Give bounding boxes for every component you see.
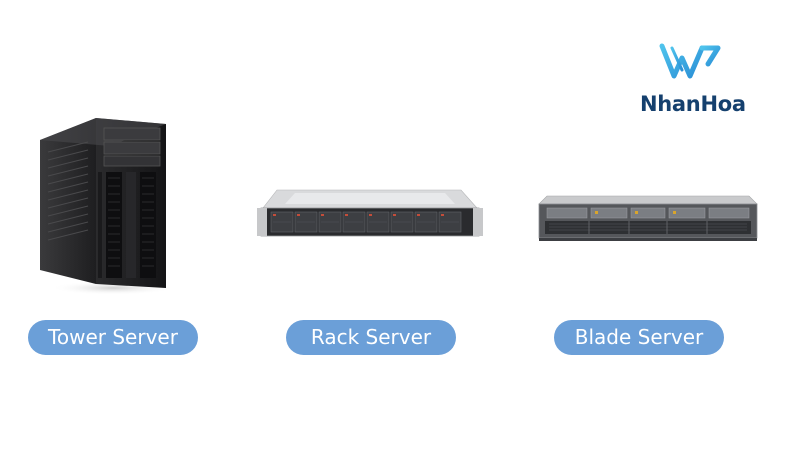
nhanhoa-logo-icon bbox=[659, 43, 721, 79]
brand-logo: NhanHoa bbox=[636, 42, 756, 122]
rack-server-label: Rack Server bbox=[286, 320, 456, 355]
brand-name: NhanHoa bbox=[640, 92, 746, 116]
blade-server-label: Blade Server bbox=[554, 320, 724, 355]
blade-server-image bbox=[538, 195, 758, 241]
tower-server-label: Tower Server bbox=[28, 320, 198, 355]
tower-server-image bbox=[40, 118, 173, 295]
rack-server-image bbox=[257, 189, 483, 237]
